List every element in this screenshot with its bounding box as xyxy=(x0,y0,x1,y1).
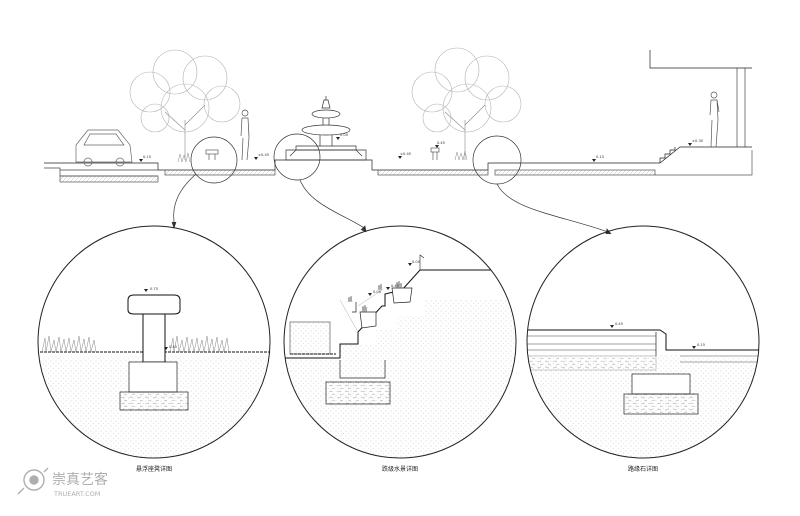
svg-text:0.15: 0.15 xyxy=(596,155,604,159)
watermark: 崇真艺客 TRUEART.COM xyxy=(17,467,108,498)
section-shrubs xyxy=(177,150,468,163)
cascade-elev-c: 0.00 xyxy=(412,260,421,264)
tree-left xyxy=(129,49,241,160)
detail-caption-bench: 悬浮座凳详图 xyxy=(136,465,172,473)
elev-mark: ±0.45 xyxy=(254,153,269,160)
svg-text:0.00: 0.00 xyxy=(340,133,349,137)
person-right xyxy=(709,91,720,148)
elev-mark: 0.45 xyxy=(435,141,445,148)
watermark-domain: TRUEART.COM xyxy=(53,490,100,498)
elev-mark: 0.15 xyxy=(139,155,151,162)
detail-caption-cascade: 跌级水景详图 xyxy=(382,465,418,473)
elev-mark: ±0.30 xyxy=(688,139,704,146)
curb-elev-top: 0.45 xyxy=(615,322,623,326)
watermark-logo-icon xyxy=(17,467,49,495)
section-elevation-marks: 0.15 ±0.45 0.00 0.45 ±0.45 0.15 ±0.30 xyxy=(139,133,704,162)
site-section xyxy=(44,50,753,183)
svg-text:±0.30: ±0.30 xyxy=(692,139,704,143)
person-left xyxy=(240,109,250,161)
svg-text:±0.45: ±0.45 xyxy=(400,152,411,156)
bench-elev-ground: 0.45 xyxy=(169,345,177,349)
cascade-elev-b: 0.45 xyxy=(391,284,399,288)
callout-leaders xyxy=(171,133,612,235)
section-bench xyxy=(205,147,440,160)
bench-elev-top: 0.75 xyxy=(150,287,158,291)
detail-curb: 0.45 0.15 路缘石详图 xyxy=(526,225,760,473)
watermark-name: 崇真艺客 xyxy=(52,471,108,488)
detail-bench: 0.75 0.45 悬浮座凳详图 xyxy=(37,225,271,473)
cascade-elev-a: 0.00 xyxy=(373,290,382,294)
fountain xyxy=(285,96,367,161)
detail-caption-curb: 路缘石详图 xyxy=(628,465,658,473)
detail-cascade: 0.00 0.45 0.00 跌级水景详图 xyxy=(283,225,517,473)
curb-elev-road: 0.15 xyxy=(697,343,705,347)
tree-right xyxy=(411,47,522,160)
elev-mark: 0.15 xyxy=(592,155,604,162)
svg-text:0.45: 0.45 xyxy=(437,141,445,145)
elev-mark: 0.00 xyxy=(336,133,349,140)
car xyxy=(75,129,133,167)
svg-text:±0.45: ±0.45 xyxy=(258,153,269,157)
svg-text:0.15: 0.15 xyxy=(143,155,151,159)
elev-mark: ±0.45 xyxy=(398,152,411,159)
